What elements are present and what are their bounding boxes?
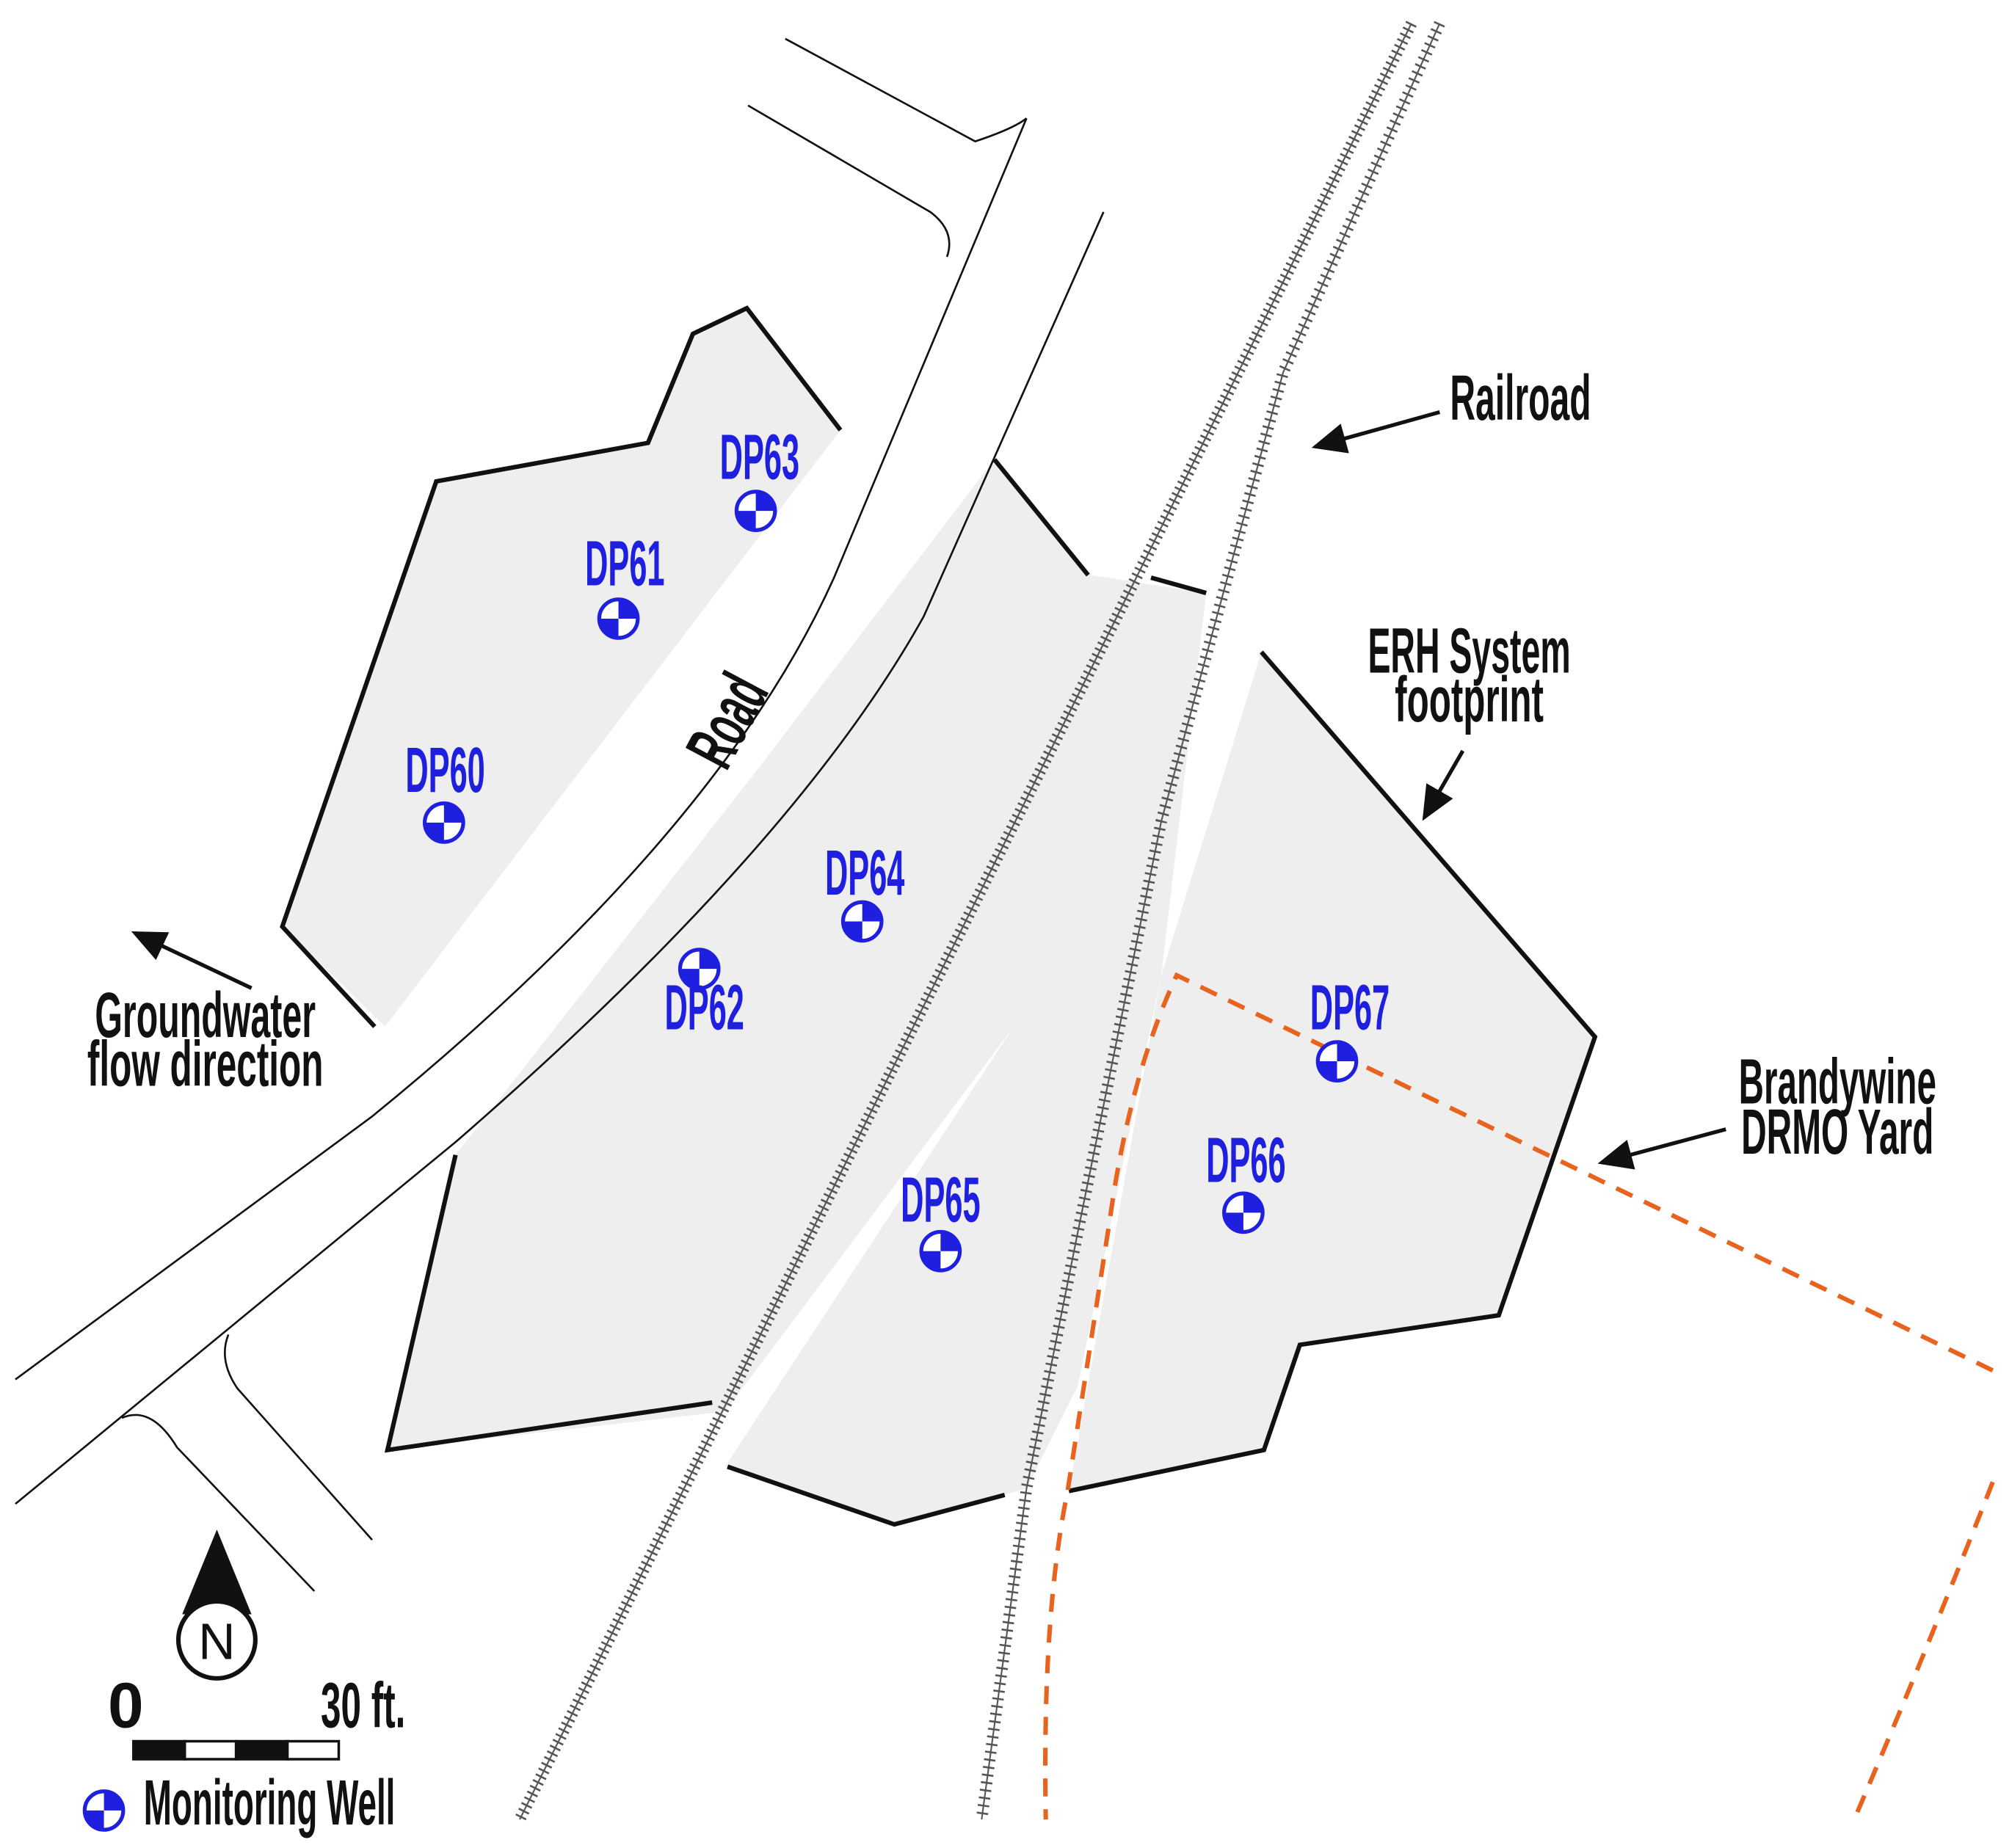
north-arrow-icon xyxy=(182,1529,252,1615)
drmo-yard-boundary xyxy=(1042,972,1995,1821)
well-label-dp60: DP60 xyxy=(405,734,484,806)
north-arrow: N xyxy=(175,1529,258,1681)
erh-footprint xyxy=(282,308,1595,1525)
well-label-dp63: DP63 xyxy=(720,421,799,492)
well-label-dp62: DP62 xyxy=(665,971,744,1043)
railroad-label: Railroad xyxy=(1450,362,1591,434)
well-label-dp66: DP66 xyxy=(1206,1124,1285,1196)
well-dp61: DP61 xyxy=(585,528,665,639)
well-dp62: DP62 xyxy=(665,950,744,1043)
well-dp60: DP60 xyxy=(405,734,485,842)
well-label-dp67: DP67 xyxy=(1310,971,1390,1043)
groundwater-callout: Groundwater flow direction xyxy=(87,931,324,1099)
well-label-dp65: DP65 xyxy=(901,1164,980,1236)
road xyxy=(15,37,1105,1592)
scale-end-label: 30 ft. xyxy=(321,1669,405,1741)
railroad-tracks xyxy=(514,21,1445,1822)
groundwater-label-line1: Groundwater xyxy=(95,979,316,1051)
brandywine-callout: Brandywine DRMO Yard xyxy=(1597,1046,1936,1170)
well-dp63: DP63 xyxy=(720,421,799,530)
scale-bar: 0 30 ft. xyxy=(108,1669,405,1761)
well-dp67: DP67 xyxy=(1310,971,1390,1080)
well-dp65: DP65 xyxy=(901,1164,981,1270)
groundwater-label-line2: flow direction xyxy=(87,1027,324,1099)
legend: Monitoring Well xyxy=(84,1767,395,1838)
brandywine-label-line2: DRMO Yard xyxy=(1741,1096,1933,1168)
railroad-callout: Railroad xyxy=(1311,362,1591,454)
well-dp66: DP66 xyxy=(1206,1124,1286,1232)
erh-callout: ERH System footprint xyxy=(1368,614,1571,821)
erh-label-line2: footprint xyxy=(1395,663,1544,735)
scale-start-label: 0 xyxy=(108,1669,144,1741)
legend-monitoring-well-label: Monitoring Well xyxy=(144,1767,396,1838)
monitoring-wells: DP60 DP61 DP62 DP63 DP64 DP65 DP66 DP67 xyxy=(405,421,1390,1270)
footprint-central xyxy=(448,459,1091,1412)
footprint-south xyxy=(385,1154,725,1450)
footprint-west xyxy=(282,308,840,1027)
brandywine-label-line1: Brandywine xyxy=(1739,1046,1936,1118)
north-letter: N xyxy=(198,1613,235,1670)
well-label-dp61: DP61 xyxy=(585,528,664,600)
well-dp64: DP64 xyxy=(825,837,905,941)
well-label-dp64: DP64 xyxy=(825,837,905,909)
erh-label-line1: ERH System xyxy=(1368,614,1570,686)
footprint-outline xyxy=(280,305,1598,1527)
legend-well-icon xyxy=(84,1791,123,1830)
footprint-rail-corridor xyxy=(724,575,1207,1525)
